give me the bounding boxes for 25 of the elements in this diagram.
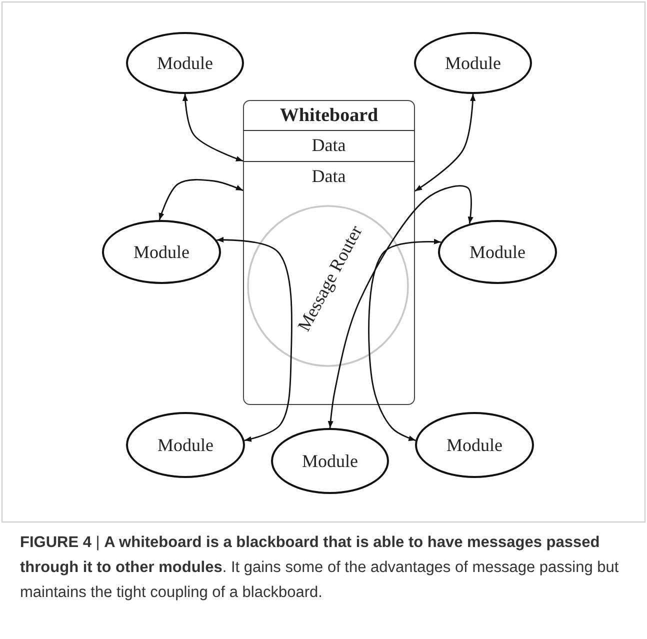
module-ellipse — [126, 412, 245, 478]
module-ellipse — [102, 220, 221, 284]
module-label: Module — [470, 242, 526, 262]
whiteboard-box — [243, 100, 415, 405]
module-label: Module — [446, 434, 502, 456]
module-label: Module — [134, 242, 190, 262]
data-label: Data — [312, 135, 346, 156]
arrow — [158, 179, 244, 220]
data-label: Data — [312, 166, 346, 188]
title-label: Whiteboard — [280, 105, 378, 127]
arrow — [368, 238, 441, 442]
arrow — [328, 185, 474, 428]
module-label: Module — [158, 434, 214, 456]
arrow — [414, 94, 476, 192]
module-ellipse — [271, 428, 389, 494]
module-label: Module — [157, 52, 213, 74]
figure-caption: FIGURE 4 | A whiteboard is a blackboard that is able to have messages passed through it to other modules. It gains some of the advantages of message passing but maintains the tight coupling of a blackboard. — [20, 533, 620, 603]
module-ellipse — [414, 32, 532, 94]
module-ellipse — [126, 32, 244, 94]
arrow — [216, 236, 292, 442]
module-ellipse — [415, 412, 534, 478]
module-label: Module — [302, 450, 358, 472]
arrow — [182, 94, 244, 162]
module-ellipse — [438, 220, 557, 284]
module-label: Module — [445, 52, 501, 74]
